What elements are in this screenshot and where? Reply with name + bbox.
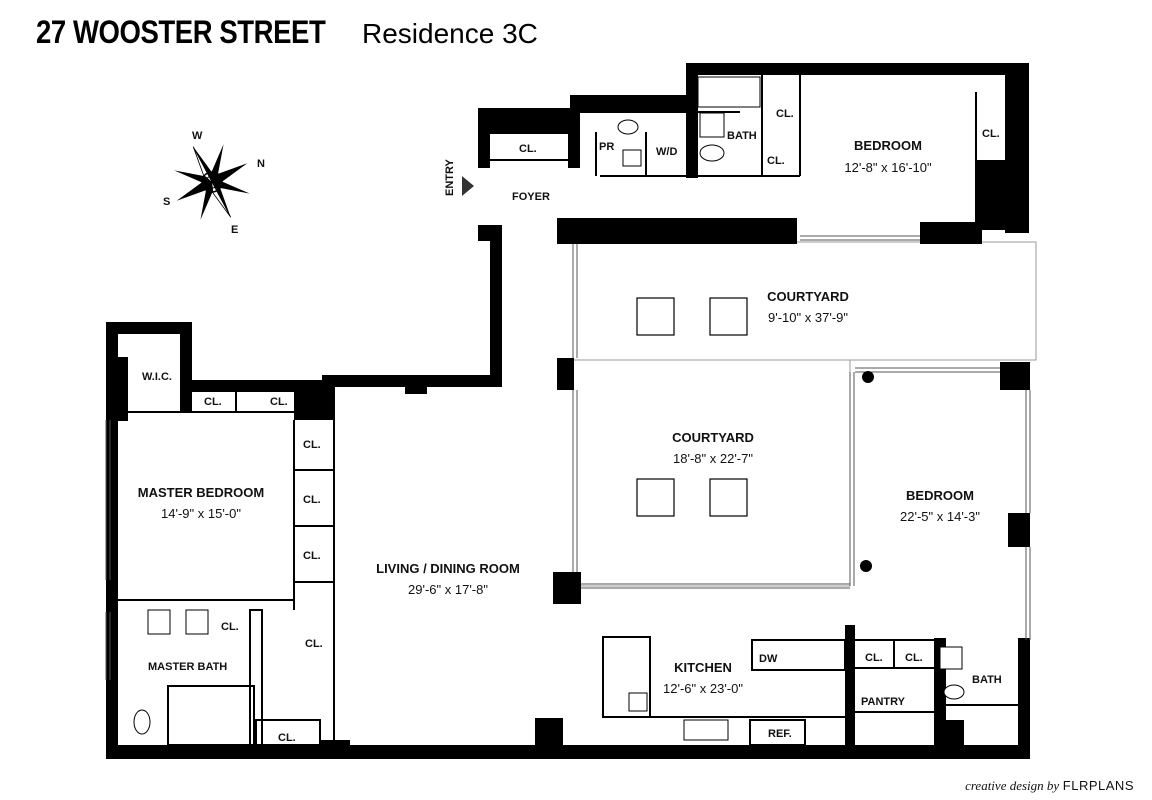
foyer-label: FOYER: [512, 191, 550, 203]
bedroom-top-name: BEDROOM: [854, 138, 922, 153]
compass-e: E: [231, 224, 238, 236]
credit-brand: FLRPLANS: [1062, 778, 1134, 793]
exterior-walls: [106, 63, 1030, 759]
kitchen-closet-label: CL.: [865, 652, 883, 664]
planter: [636, 297, 675, 336]
column-post: [860, 560, 872, 572]
bath-top-closet-label: CL.: [776, 108, 794, 120]
compass-n: N: [257, 158, 265, 170]
master-bath-label: MASTER BATH: [148, 661, 227, 673]
column-post: [862, 371, 874, 383]
interior-walls: [118, 75, 1018, 746]
bath-top-label: BATH: [727, 130, 757, 142]
master-bedroom-size: 14'-9" x 15'-0": [161, 506, 241, 521]
fixtures: [133, 76, 965, 741]
wic-label: W.I.C.: [142, 371, 172, 383]
master-bath-closet-label: CL.: [221, 621, 239, 633]
kitchen-closet-label: CL.: [905, 652, 923, 664]
planter: [709, 478, 748, 517]
planter: [709, 297, 748, 336]
compass-icon: [174, 144, 250, 220]
living-size: 29'-6" x 17'-8": [408, 582, 488, 597]
master-closet-label: CL.: [303, 550, 321, 562]
compass-w: W: [192, 130, 203, 142]
windows: [105, 235, 1031, 680]
washer-dryer-label: W/D: [656, 146, 677, 158]
building-name: 27 WOOSTER STREET: [36, 14, 326, 50]
entry-arrow-icon: [462, 176, 474, 196]
powder-room-label: PR: [599, 141, 614, 153]
bedroom-top-closet2-label: CL.: [982, 128, 1000, 140]
planter: [636, 478, 675, 517]
entry-label: ENTRY: [444, 158, 456, 196]
bath-right-label: BATH: [972, 674, 1002, 686]
bedroom-top-size: 12'-8" x 16'-10": [844, 160, 932, 175]
foyer-closet-label: CL.: [519, 143, 537, 155]
unit-name: Residence 3C: [362, 18, 538, 49]
kitchen-name: KITCHEN: [674, 660, 732, 675]
bedroom-top-closet1-label: CL.: [767, 155, 785, 167]
master-closet-label: CL.: [303, 439, 321, 451]
kitchen-size: 12'-6" x 23'-0": [663, 681, 743, 696]
master-closet-label: CL.: [278, 732, 296, 744]
plan-title: 27 WOOSTER STREET Residence 3C: [36, 14, 538, 51]
bedroom-right-name: BEDROOM: [906, 488, 974, 503]
courtyard-center-name: COURTYARD: [672, 430, 754, 445]
courtyard-top-size: 9'-10" x 37'-9": [768, 310, 848, 325]
courtyard-top-name: COURTYARD: [767, 289, 849, 304]
bedroom-right-size: 22'-5" x 14'-3": [900, 509, 980, 524]
courtyard-center-size: 18'-8" x 22'-7": [673, 451, 753, 466]
living-name: LIVING / DINING ROOM: [376, 561, 520, 576]
master-bedroom-name: MASTER BEDROOM: [138, 485, 264, 500]
master-closet-label: CL.: [204, 396, 222, 408]
pantry-label: PANTRY: [861, 696, 906, 708]
dishwasher-label: DW: [759, 653, 778, 665]
compass-s: S: [163, 196, 170, 208]
master-closet-label: CL.: [305, 638, 323, 650]
credit-line: creative design by FLRPLANS: [965, 778, 1134, 794]
courtyard-center-area: [572, 359, 851, 587]
master-closet-label: CL.: [303, 494, 321, 506]
refrigerator-label: REF.: [768, 728, 792, 740]
master-closet-label: CL.: [270, 396, 288, 408]
credit-prefix: creative design by: [965, 778, 1060, 793]
